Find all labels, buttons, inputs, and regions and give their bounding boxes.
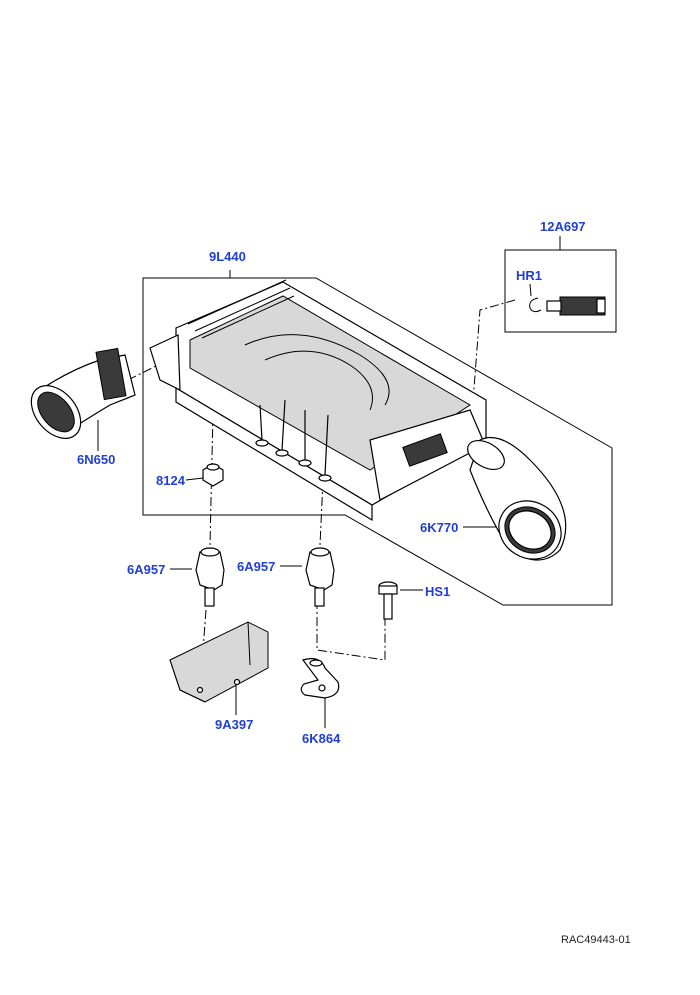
callout-6k864[interactable]: 6K864 [302,731,341,746]
callout-6a957-right[interactable]: 6A957 [237,559,276,574]
callout-6k770[interactable]: 6K770 [420,520,459,535]
group-frame-9l440 [142,270,613,606]
clip-hr1[interactable] [529,297,542,313]
alignment-line-bracket [316,600,386,661]
alignment-line-left-stud [209,411,214,546]
callout-8124[interactable]: 8124 [156,473,185,488]
sensor-12a697[interactable] [546,296,606,316]
mount-6a957-right[interactable] [305,547,335,607]
reference-id: RAC49443-01 [561,934,631,946]
bracket-6k864[interactable] [300,658,340,699]
intercooler-inlet [149,334,181,391]
callout-6n650[interactable]: 6N650 [77,452,116,467]
callout-hr1[interactable]: HR1 [516,268,543,283]
outlet-hose-6k770[interactable] [463,435,572,571]
callout-9a397[interactable]: 9A397 [215,717,254,732]
group-frame-12a697 [504,249,617,333]
intercooler-fins [187,279,295,339]
bolt-hs1[interactable] [378,581,398,620]
callout-12a697[interactable]: 12A697 [540,219,586,234]
leader-hr1 [529,283,532,297]
intercooler[interactable] [175,279,487,522]
alignment-line-6n650 [127,364,159,381]
mount-6a957-left[interactable] [195,547,225,607]
callout-9l440[interactable]: 9L440 [209,249,246,264]
callout-6a957-left[interactable]: 6A957 [127,562,166,577]
leader-8124 [185,477,204,481]
inlet-hose-6n650[interactable] [21,347,136,447]
nut-8124[interactable] [202,463,224,487]
alignment-line-right-stud [319,479,324,546]
callout-hs1[interactable]: HS1 [425,584,451,599]
coolant-pipes [255,399,332,482]
bracket-9a397[interactable] [169,621,269,703]
